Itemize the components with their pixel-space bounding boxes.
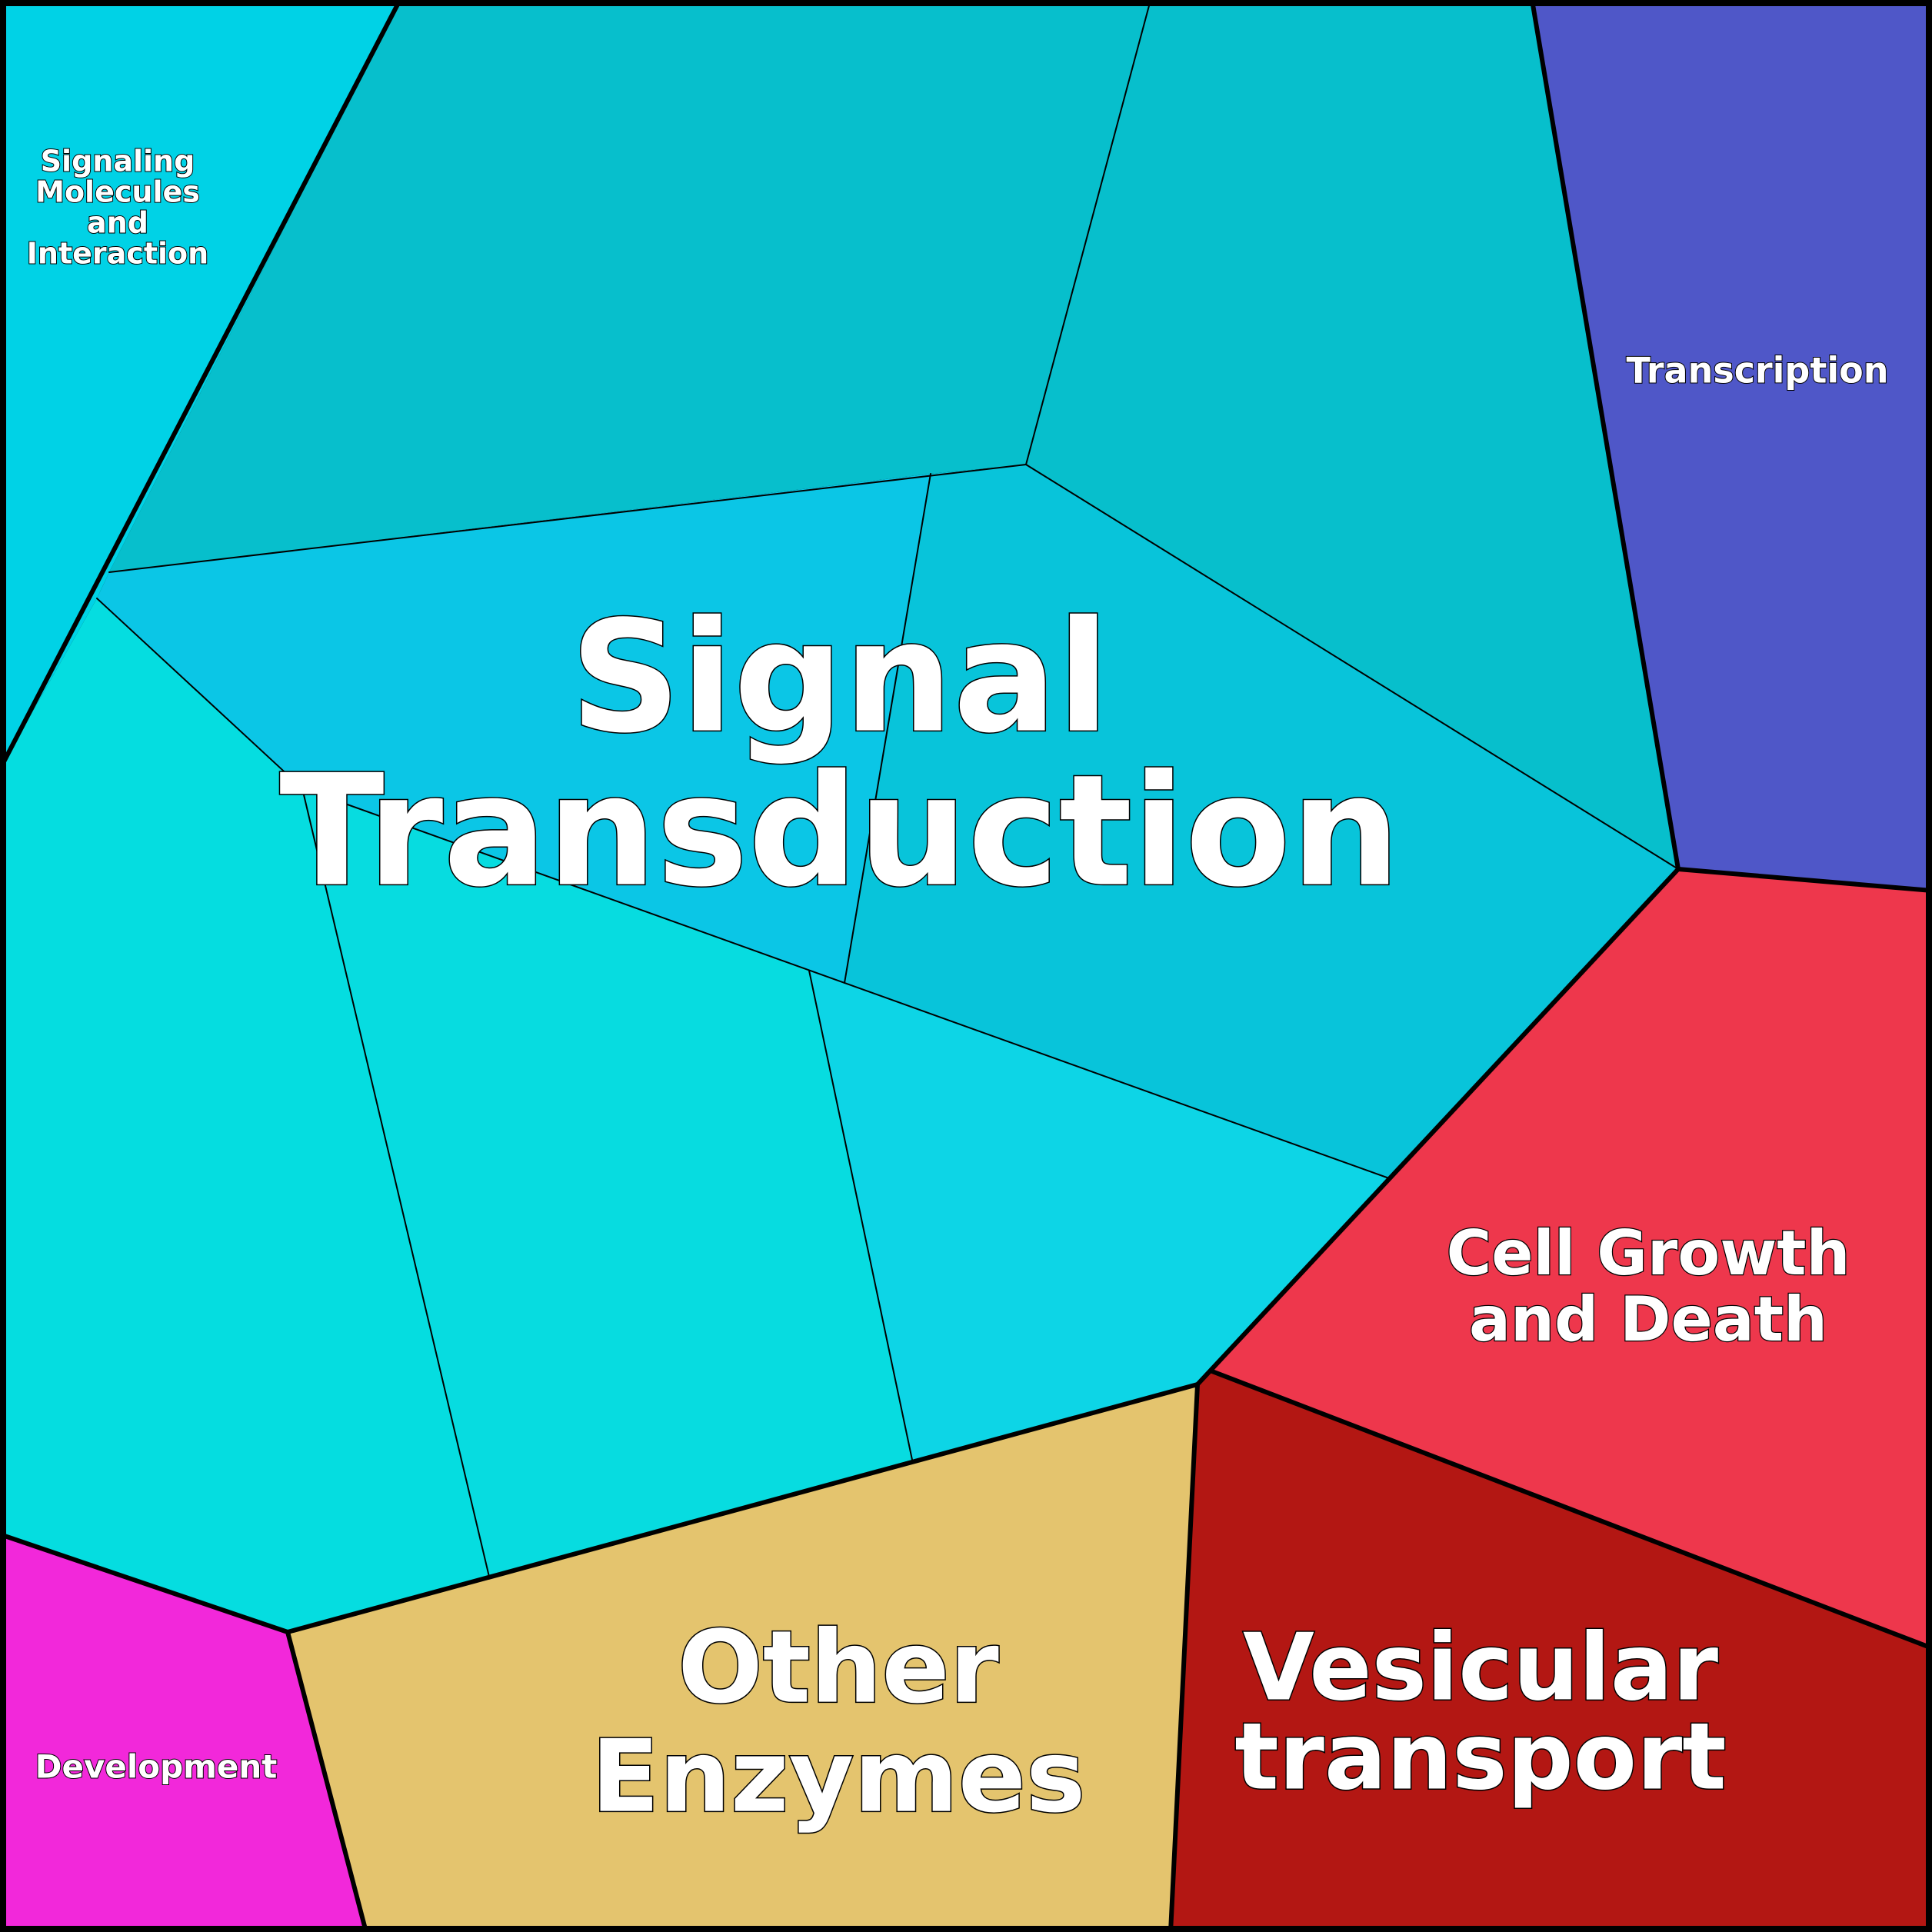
inner-border-7 — [1025, 0, 1151, 465]
label-signaling-molecules-line-0: Signaling — [41, 145, 195, 178]
label-other-enzymes-line-1: Enzymes — [591, 1718, 1086, 1835]
label-other-enzymes-line-0: Other — [678, 1609, 999, 1726]
group-border-1 — [1530, 0, 1681, 871]
cell-other-enzymes — [288, 1384, 1198, 1932]
group-border-8 — [0, 1532, 290, 1634]
cell-signal-transduction-f — [302, 788, 912, 1577]
group-border-5 — [1168, 1382, 1200, 1932]
cell-signal-transduction-b — [1026, 0, 1678, 869]
inner-border-6 — [108, 464, 1027, 573]
label-transcription: Transcription — [1627, 350, 1889, 391]
cell-signal-transduction-g — [809, 971, 1389, 1460]
cell-signal-transduction-c — [97, 474, 931, 983]
cell-cell-growth-and-death — [1198, 869, 1932, 1648]
label-cell-growth-and-death-line-1: and Death — [1469, 1284, 1827, 1355]
group-border-3 — [1195, 867, 1681, 1387]
inner-border-2 — [96, 598, 303, 789]
cell-transcription — [1532, 0, 1932, 891]
inner-border-3 — [301, 788, 490, 1577]
inner-border-5 — [808, 970, 913, 1461]
group-border-2 — [1676, 867, 1932, 893]
group-border-4 — [1210, 1369, 1932, 1651]
group-border-0 — [0, 0, 402, 771]
label-development-line-0: Development — [35, 1748, 278, 1786]
label-signaling-molecules-line-2: and — [87, 206, 148, 240]
cell-signal-transduction-d — [844, 465, 1678, 1178]
cell-vesicular-transport — [1171, 1371, 1932, 1932]
inner-border-0 — [844, 473, 931, 984]
inner-border-4 — [301, 788, 1390, 1179]
inner-border-1 — [1025, 464, 1679, 870]
group-border-7 — [285, 1630, 368, 1932]
label-signaling-molecules-line-3: Interaction — [27, 237, 208, 271]
label-vesicular-transport-line-0: Vesicular — [1243, 1615, 1718, 1722]
label-signal-transduction-line-1: Transduction — [279, 742, 1401, 921]
cell-signal-transduction-e — [0, 598, 489, 1632]
label-cell-growth-and-death-line-0: Cell Growth — [1447, 1217, 1850, 1289]
cell-signal-transduction-a — [109, 0, 1151, 572]
label-signal-transduction-line-0: Signal — [570, 588, 1110, 768]
label-development: Development — [35, 1748, 278, 1786]
label-transcription-line-0: Transcription — [1627, 350, 1889, 391]
cell-development — [0, 1534, 366, 1932]
label-vesicular-transport-line-1: transport — [1234, 1704, 1726, 1811]
group-border-6 — [285, 1382, 1200, 1634]
inner-borders — [96, 0, 1679, 1577]
label-signaling-molecules-line-1: Molecules — [35, 175, 200, 209]
